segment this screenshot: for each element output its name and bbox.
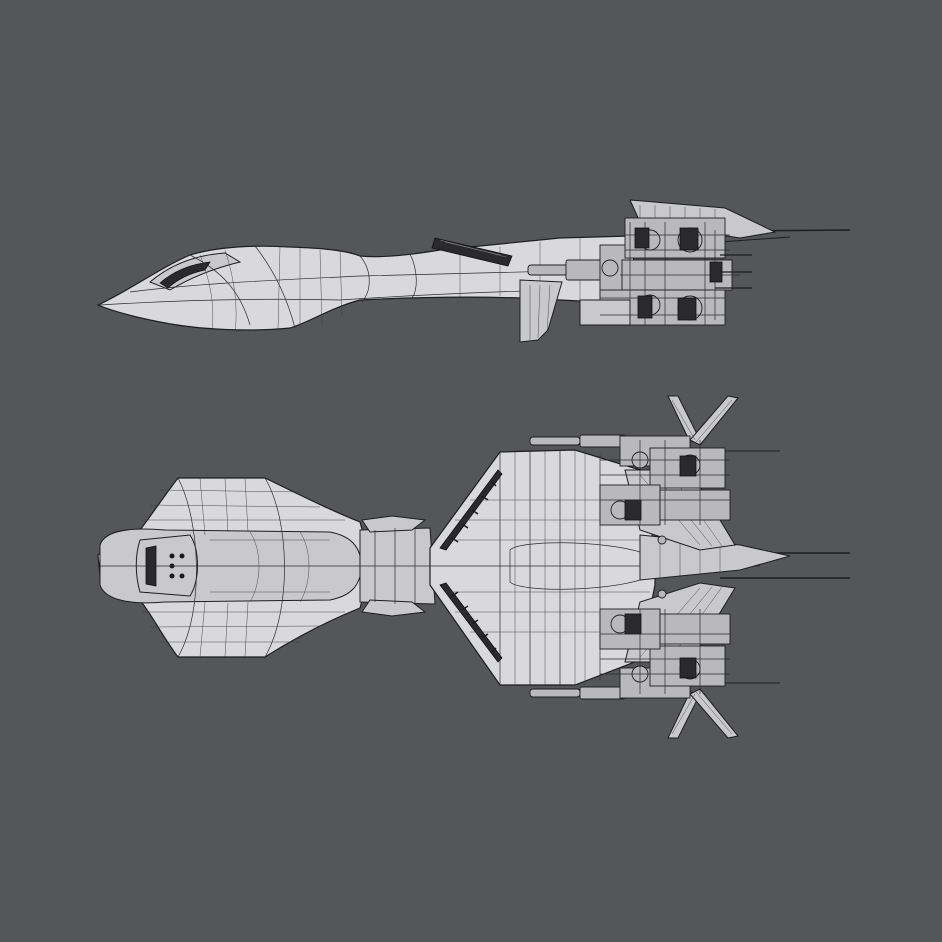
spaceship-side-view [96, 199, 851, 343]
side-engine-block [527, 217, 752, 326]
top-engine-cluster-lower [529, 589, 731, 700]
top-wing-edge-upper [439, 469, 503, 551]
side-ventral-fin [519, 279, 563, 343]
top-neck-fin-lower [361, 599, 427, 617]
side-antenna-lower [719, 236, 791, 243]
top-wing-edge-lower [439, 582, 503, 663]
top-cockpit [135, 534, 198, 597]
side-cockpit-window [159, 261, 211, 289]
top-main-wing [429, 449, 656, 686]
top-neck-fin-upper [361, 515, 427, 533]
side-armor-strip [431, 237, 513, 267]
top-fin-lower-right [689, 688, 739, 739]
top-engine-cluster-upper [529, 434, 731, 545]
top-fin-upper-right [689, 395, 739, 446]
spaceship-top-view [97, 395, 850, 739]
